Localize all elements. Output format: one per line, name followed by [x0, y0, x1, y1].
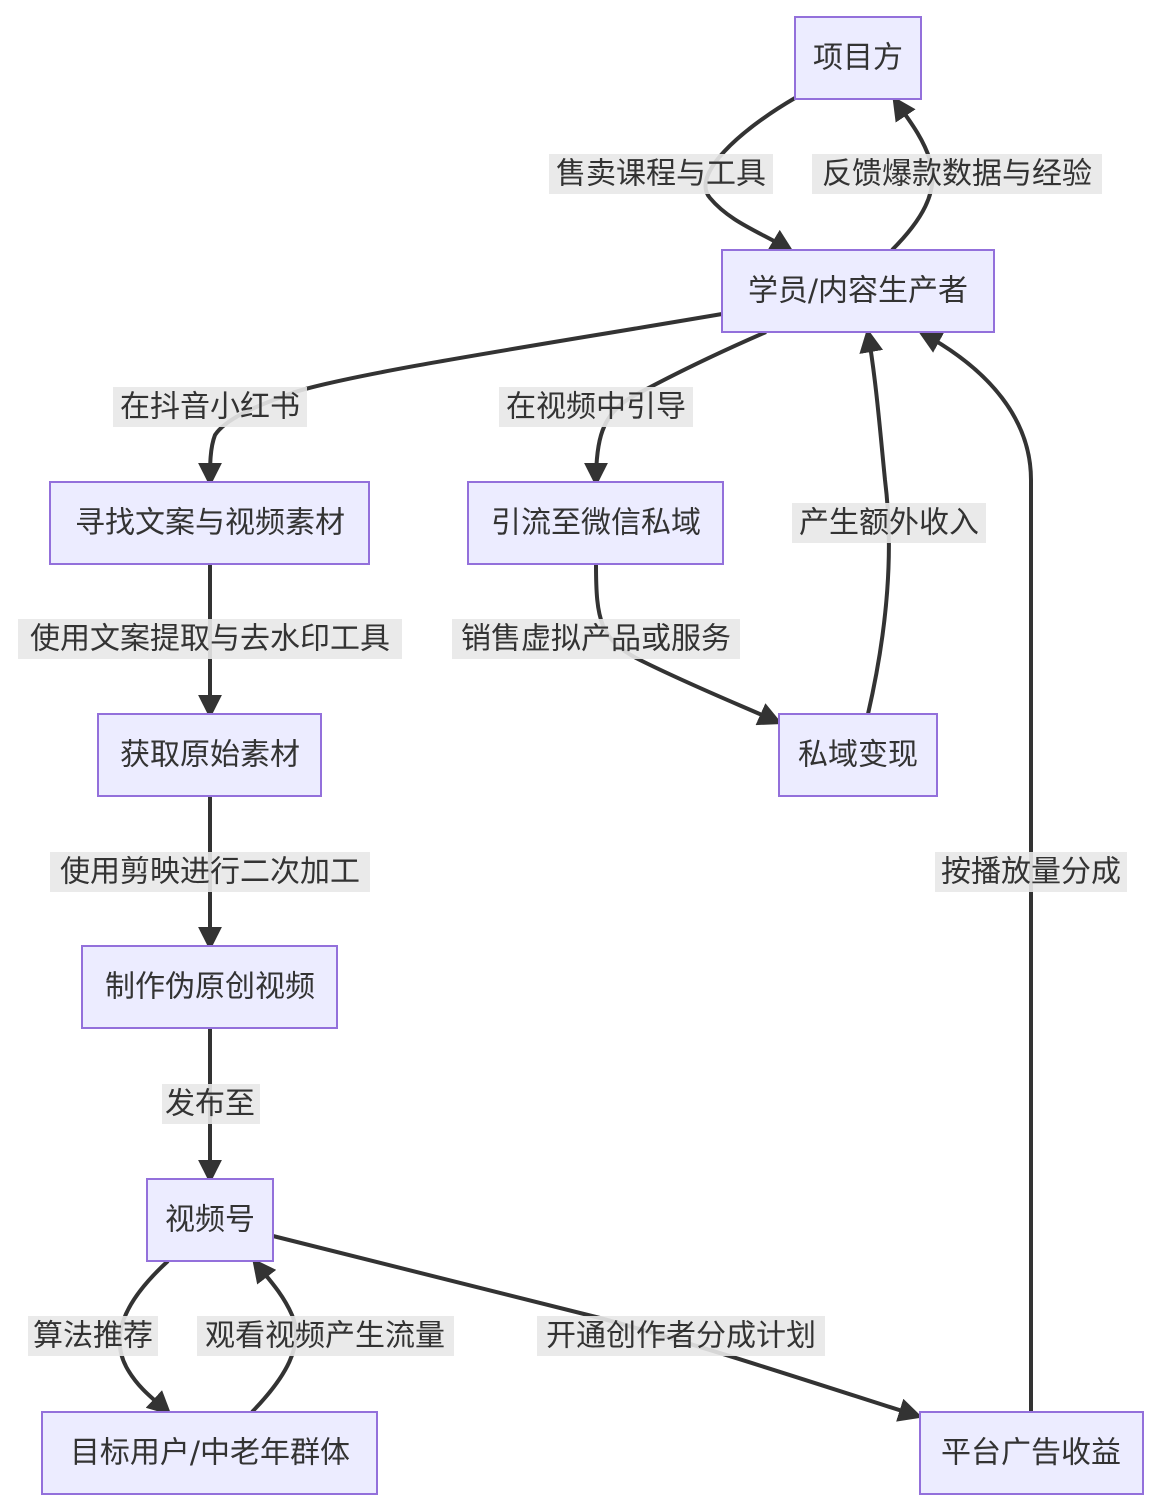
node-traffic-wechat: 引流至微信私域: [467, 481, 724, 565]
node-producer: 学员/内容生产者: [721, 249, 995, 333]
node-project: 项目方: [794, 16, 922, 100]
edges: [117, 96, 1033, 1422]
node-producer-label: 学员/内容生产者: [748, 274, 968, 309]
label-by-views: 按播放量分成: [941, 855, 1121, 890]
label-sell-virtual: 销售虚拟产品或服务: [461, 622, 731, 657]
node-target-users-label: 目标用户/中老年群体: [70, 1436, 350, 1471]
label-algorithm: 算法推荐: [33, 1319, 153, 1354]
node-private-monetize: 私域变现: [778, 713, 938, 797]
nodes: 项目方 学员/内容生产者 寻找文案与视频素材 引流至微信私域 获取原始素材 私域…: [41, 16, 1144, 1495]
node-pseudo-original: 制作伪原创视频: [81, 945, 338, 1029]
node-target-users: 目标用户/中老年群体: [41, 1411, 378, 1495]
node-find-material-label: 寻找文案与视频素材: [75, 506, 345, 541]
node-private-monetize-label: 私域变现: [798, 738, 918, 773]
node-raw-material: 获取原始素材: [97, 713, 322, 797]
node-project-label: 项目方: [813, 41, 903, 76]
label-use-jianying: 使用剪映进行二次加工: [60, 855, 360, 890]
label-guide-in-video: 在视频中引导: [506, 390, 686, 425]
node-traffic-wechat-label: 引流至微信私域: [491, 506, 701, 541]
node-ad-revenue-label: 平台广告收益: [941, 1436, 1121, 1471]
edge-sell-virtual: [594, 563, 783, 726]
edge-watch-traffic: [250, 1258, 298, 1414]
label-on-douyin: 在抖音小红书: [120, 390, 300, 425]
label-extra-income: 产生额外收入: [799, 506, 979, 541]
label-publish-to: 发布至: [165, 1087, 255, 1122]
edge-labels: 售卖课程与工具 反馈爆款数据与经验 在抖音小红书 在视频中引导 产生额外收入 使…: [18, 154, 1127, 1356]
node-channels: 视频号: [146, 1178, 274, 1262]
edge-algorithm: [117, 1259, 172, 1416]
edge-sell-courses: [703, 96, 797, 253]
label-watch-traffic: 观看视频产生流量: [205, 1319, 445, 1354]
node-channels-label: 视频号: [165, 1203, 255, 1238]
node-ad-revenue: 平台广告收益: [919, 1411, 1144, 1495]
label-feedback: 反馈爆款数据与经验: [822, 157, 1092, 192]
label-sell-courses: 售卖课程与工具: [556, 157, 766, 192]
node-find-material: 寻找文案与视频素材: [49, 481, 370, 565]
edge-by-views: [917, 330, 1033, 1412]
node-pseudo-original-label: 制作伪原创视频: [105, 970, 315, 1005]
edge-extra-income: [859, 328, 891, 715]
label-creator-plan: 开通创作者分成计划: [546, 1319, 816, 1354]
label-use-tools: 使用文案提取与去水印工具: [30, 622, 390, 657]
node-raw-material-label: 获取原始素材: [120, 738, 300, 773]
